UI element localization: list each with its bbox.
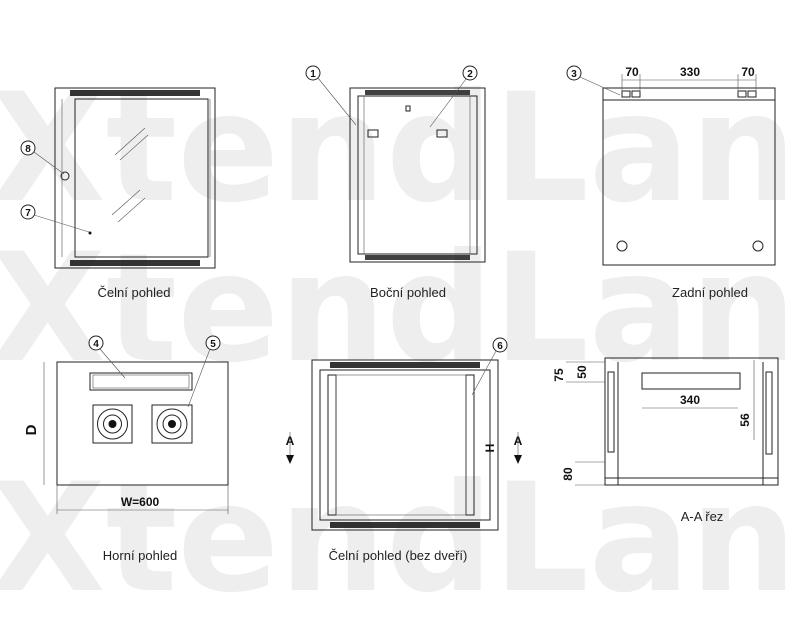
back-view: 70 330 70 3 Zadní pohled — [566, 65, 776, 300]
svg-text:2: 2 — [467, 69, 473, 80]
front-nodoor-view: A A H 6 Čelní pohled (bez dveří) — [286, 337, 523, 563]
side-view: 1 2 Boční pohled — [305, 65, 486, 300]
svg-text:3: 3 — [571, 69, 577, 80]
svg-text:A: A — [514, 434, 523, 448]
svg-text:56: 56 — [738, 413, 752, 427]
svg-text:6: 6 — [497, 341, 503, 352]
svg-text:D: D — [23, 424, 40, 435]
callout-4: 4 — [88, 335, 104, 351]
svg-text:8: 8 — [25, 144, 31, 155]
back-view-caption: Zadní pohled — [672, 285, 748, 300]
svg-text:1: 1 — [310, 69, 316, 80]
front-view: 8 7 Čelní pohled — [20, 87, 216, 300]
front-nodoor-caption: Čelní pohled (bez dveří) — [329, 548, 468, 563]
watermark: XtendLan XtendLan XtendLan — [0, 62, 797, 626]
svg-text:H: H — [483, 444, 497, 453]
section-view: 340 56 75 50 80 A-A řez — [552, 357, 779, 524]
callout-7: 7 — [20, 204, 36, 220]
front-view-caption: Čelní pohled — [98, 285, 171, 300]
svg-text:75: 75 — [552, 368, 566, 382]
svg-text:XtendLan: XtendLan — [0, 452, 797, 626]
svg-text:330: 330 — [680, 65, 700, 79]
section-caption: A-A řez — [681, 509, 724, 524]
svg-text:340: 340 — [680, 393, 700, 407]
side-view-caption: Boční pohled — [370, 285, 446, 300]
svg-text:7: 7 — [25, 208, 31, 219]
callout-2: 2 — [462, 65, 478, 81]
svg-text:70: 70 — [741, 65, 755, 79]
svg-text:4: 4 — [93, 339, 99, 350]
top-view-caption: Horní pohled — [103, 548, 177, 563]
callout-3: 3 — [566, 65, 582, 81]
callout-5: 5 — [205, 335, 221, 351]
callout-8: 8 — [20, 140, 36, 156]
svg-text:A: A — [286, 434, 295, 448]
callout-6: 6 — [492, 337, 508, 353]
svg-text:50: 50 — [575, 365, 589, 379]
svg-text:80: 80 — [561, 467, 575, 481]
svg-text:W=600: W=600 — [121, 495, 160, 509]
top-view: D W=600 4 5 Horní pohled — [23, 335, 229, 563]
svg-text:70: 70 — [625, 65, 639, 79]
callout-1: 1 — [305, 65, 321, 81]
svg-text:5: 5 — [210, 339, 216, 350]
